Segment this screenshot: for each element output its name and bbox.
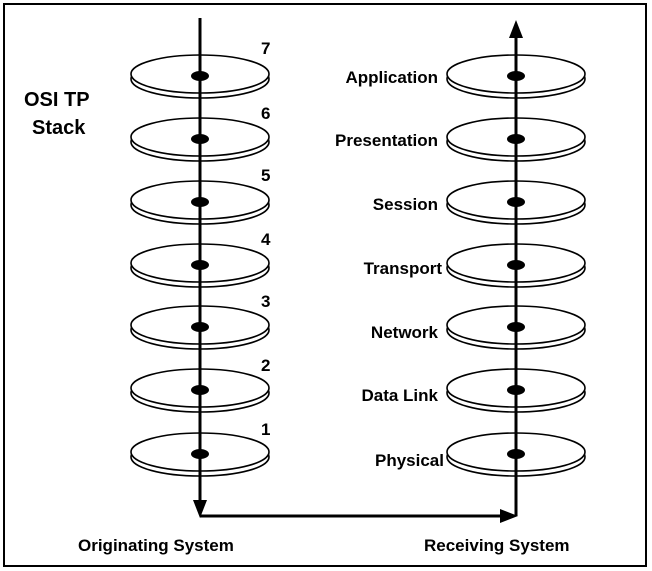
layer-number: 1	[261, 420, 270, 439]
layer-name-data-link: Data Link	[361, 386, 438, 405]
layer-number: 3	[261, 292, 270, 311]
right-arrowhead	[500, 509, 518, 523]
layer-name-transport: Transport	[364, 259, 443, 278]
layer-name-session: Session	[373, 195, 438, 214]
title-line-1: OSI TP	[24, 89, 90, 111]
layer-name-physical: Physical	[375, 451, 444, 470]
pass-through-dots	[191, 71, 525, 459]
layer-name-presentation: Presentation	[335, 131, 438, 150]
layer-number: 6	[261, 104, 270, 123]
up-arrowhead	[509, 20, 523, 38]
layer-number: 5	[261, 166, 270, 185]
layer-number: 2	[261, 356, 270, 375]
title-line-2: Stack	[32, 117, 86, 139]
layer-name-application: Application	[345, 68, 438, 87]
layer-number: 7	[261, 39, 270, 58]
layer-number: 4	[261, 230, 271, 249]
originating-system-label: Originating System	[78, 536, 234, 555]
layer-name-network: Network	[371, 323, 439, 342]
receiving-system-label: Receiving System	[424, 536, 570, 555]
down-arrowhead	[193, 500, 207, 518]
